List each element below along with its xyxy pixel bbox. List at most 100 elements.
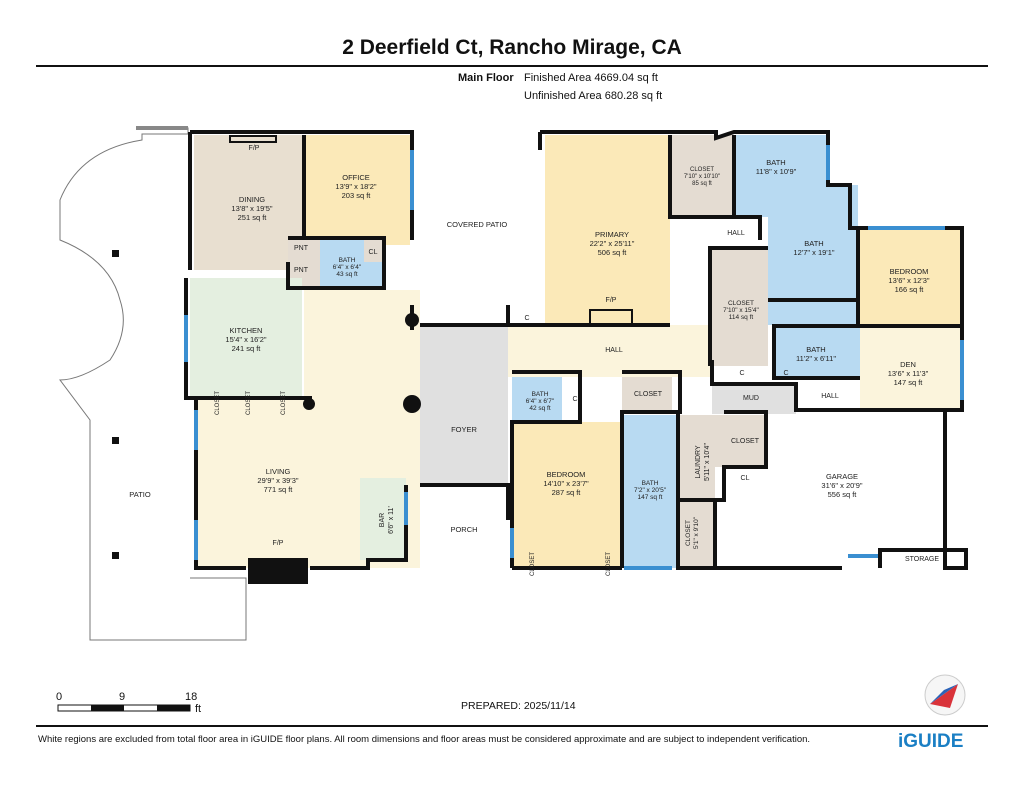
room-dims-closet-hall: 7'10" x 15'4" xyxy=(723,307,759,314)
room-name-closet-hall: CLOSET xyxy=(728,300,754,307)
hall-label-main: HALL xyxy=(605,347,623,354)
c-label-guest: C xyxy=(572,396,577,403)
room-area-bath-bedroom: 147 sq ft xyxy=(638,494,663,501)
mud-label: MUD xyxy=(743,395,759,402)
room-name-kitchen: KITCHEN xyxy=(230,326,263,335)
room-dims-bar: 6'6" x 11' xyxy=(388,506,395,534)
fixtures xyxy=(112,135,633,584)
closet-label-b1: CLOSET xyxy=(530,552,536,576)
room-area-closet-primary: 85 sq ft xyxy=(692,181,712,187)
room-dims-bath-bedroom: 7'2" x 20'5" xyxy=(634,487,667,494)
room-name-closet-primary: CLOSET xyxy=(690,167,714,173)
room-dims-office: 13'9" x 18'2" xyxy=(335,182,376,191)
room-area-bedroom-s: 287 sq ft xyxy=(552,488,582,497)
room-name-covered-patio: COVERED PATIO xyxy=(447,220,508,229)
room-name-dining: DINING xyxy=(239,195,265,204)
room-area-office: 203 sq ft xyxy=(342,191,372,200)
closet-label-k3: CLOSET xyxy=(281,391,287,415)
compass-icon xyxy=(924,674,966,716)
room-name-bath-primary-2: BATH xyxy=(804,239,823,248)
floor-name: Main Floor xyxy=(458,72,514,84)
room-dims-den: 13'6" x 11'3" xyxy=(888,369,929,378)
room-dims-closet-laundry: 5'1" x 9'10" xyxy=(693,516,700,549)
closet-label-hall: CLOSET xyxy=(634,391,663,398)
closet-label-garage: CLOSET xyxy=(731,438,760,445)
windows xyxy=(184,145,964,570)
pnt-label-1: PNT xyxy=(294,245,309,252)
fp-label-primary: F/P xyxy=(606,297,617,304)
c-label-mud-2: C xyxy=(783,370,788,377)
pnt-label-2: PNT xyxy=(294,267,309,274)
scale-unit: ft xyxy=(195,703,202,715)
room-name-den: DEN xyxy=(900,360,916,369)
room-labels: DINING 13'8" x 19'5" 251 sq ft OFFICE 13… xyxy=(129,158,930,549)
room-name-bedroom-s: BEDROOM xyxy=(547,470,586,479)
room-name-living: LIVING xyxy=(266,467,291,476)
room-dims-bath-primary-1: 11'8" x 10'9" xyxy=(756,167,797,176)
closet-label-b2: CLOSET xyxy=(606,552,612,576)
room-name-porch: PORCH xyxy=(450,525,477,534)
footer-divider xyxy=(36,725,988,727)
room-area-living: 771 sq ft xyxy=(264,485,294,494)
room-area-kitchen: 241 sq ft xyxy=(232,344,262,353)
storage-label: STORAGE xyxy=(905,556,939,563)
scale-label-18: 18 xyxy=(185,691,198,703)
room-fills xyxy=(190,135,962,568)
room-area-bath-small: 43 sq ft xyxy=(336,271,358,278)
room-name-bath-hall: BATH xyxy=(806,345,825,354)
room-name-bath-small: BATH xyxy=(339,257,356,264)
room-name-closet-laundry: CLOSET xyxy=(685,520,692,546)
room-dims-kitchen: 15'4" x 16'2" xyxy=(225,335,266,344)
disclaimer: White regions are excluded from total fl… xyxy=(38,734,811,745)
scale-label-9: 9 xyxy=(119,691,126,703)
room-dims-bedroom-ne: 13'6" x 12'3" xyxy=(888,276,929,285)
closet-label-k2: CLOSET xyxy=(246,391,252,415)
patio-outline xyxy=(59,127,247,641)
room-area-closet-hall: 114 sq ft xyxy=(729,314,754,321)
fp-label-dining: F/P xyxy=(249,145,260,152)
fp-label-living: F/P xyxy=(273,540,284,547)
scale-label-0: 0 xyxy=(56,691,63,703)
room-name-bar: BAR xyxy=(379,513,386,527)
room-name-garage: GARAGE xyxy=(826,472,858,481)
c-label-hall: C xyxy=(524,315,529,322)
closet-label-k1: CLOSET xyxy=(215,391,221,415)
room-dims-bath-guest: 6'4" x 6'7" xyxy=(526,398,555,405)
room-dims-bath-primary-2: 12'7" x 19'1" xyxy=(793,248,834,257)
small-labels: F/P F/P F/P PNT PNT CL CL C C C C HALL H… xyxy=(215,145,939,576)
room-dims-primary: 22'2" x 25'11" xyxy=(590,239,635,248)
scale-bar xyxy=(57,704,191,712)
room-name-office: OFFICE xyxy=(342,173,370,182)
brand-logo: iGUIDE xyxy=(898,731,964,752)
hall-label-primary: HALL xyxy=(727,230,745,237)
room-area-bath-guest: 42 sq ft xyxy=(529,405,551,412)
title-divider xyxy=(36,65,988,67)
c-label-mud-1: C xyxy=(739,370,744,377)
room-dims-bath-hall: 11'2" x 6'11" xyxy=(796,354,836,363)
room-area-garage: 556 sq ft xyxy=(828,490,858,499)
room-dims-living: 29'9" x 39'3" xyxy=(257,476,298,485)
room-area-den: 147 sq ft xyxy=(894,378,924,387)
cl-label-garage: CL xyxy=(741,475,750,482)
room-dims-bath-small: 6'4" x 6'4" xyxy=(333,264,362,271)
room-name-primary: PRIMARY xyxy=(595,230,629,239)
room-name-patio: PATIO xyxy=(129,490,151,499)
cl-label-bath: CL xyxy=(369,249,378,256)
room-area-dining: 251 sq ft xyxy=(238,213,268,222)
room-dims-closet-primary: 7'10" x 10'10" xyxy=(684,174,720,180)
room-dims-laundry: 5'11" x 10'4" xyxy=(704,443,711,481)
unfinished-area: Unfinished Area 680.28 sq ft xyxy=(524,90,663,102)
plan-title: 2 Deerfield Ct, Rancho Mirage, CA xyxy=(342,36,682,59)
room-name-laundry: LAUNDRY xyxy=(695,445,702,479)
finished-area: Finished Area 4669.04 sq ft xyxy=(524,72,658,84)
room-dims-dining: 13'8" x 19'5" xyxy=(231,204,272,213)
room-area-bedroom-ne: 166 sq ft xyxy=(895,285,925,294)
room-area-primary: 506 sq ft xyxy=(598,248,628,257)
room-dims-bedroom-s: 14'10" x 23'7" xyxy=(543,479,589,488)
room-name-bath-primary-1: BATH xyxy=(766,158,785,167)
room-name-bath-bedroom: BATH xyxy=(642,480,659,487)
prepared-date: PREPARED: 2025/11/14 xyxy=(461,700,576,712)
room-dims-garage: 31'6" x 20'9" xyxy=(821,481,862,490)
hall-label-den: HALL xyxy=(821,393,839,400)
